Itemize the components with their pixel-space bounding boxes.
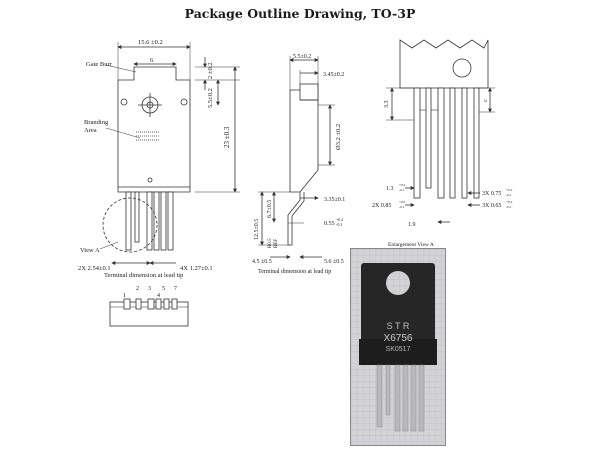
side-view: [258, 56, 335, 259]
side-ref-r: R0.5: [268, 238, 273, 248]
branding-area-label: Branding Area: [84, 119, 110, 134]
photo-marking-2: X6756: [384, 333, 413, 344]
side-dim-bottom-left: 4.5 ±0.5: [252, 259, 272, 265]
side-dim-lead: 0.55: [324, 221, 335, 227]
pin-number: 4: [157, 293, 160, 299]
enlargement-label: Enlargement View A: [388, 242, 434, 248]
pin-dim-3x-075-tol: +0.2-0.1: [506, 188, 513, 197]
tol-b1: +0.2: [399, 200, 406, 204]
component-photo: S T R X6756 SK0517: [350, 248, 446, 446]
side-dim-tab: 3.45±0.2: [323, 72, 344, 78]
dim-inner: 6: [150, 57, 154, 64]
pin-detail-labels: 3.3 c 1.3 +0.2-0.1 2X 0.85 +0.2-0.1 1.9 …: [372, 99, 513, 248]
pin-number: 5: [162, 286, 165, 292]
tol-b2: -0.1: [399, 205, 405, 209]
photo-marking-3: SK0517: [386, 346, 411, 353]
side-dim-12: 12.5±0.5: [254, 219, 260, 240]
side-dim-width: 3.35±0.1: [324, 197, 345, 203]
tol-a1: +0.2: [399, 183, 406, 187]
branding-line-2: Area: [84, 127, 97, 134]
tol-d2: -0.1: [506, 205, 512, 209]
pin-dim-2x-085: 2X 0.85: [372, 203, 391, 209]
pin-dim-c: c: [483, 99, 489, 102]
page-title: Package Outline Drawing, TO-3P: [184, 6, 416, 21]
pitch-left: 2X 2.54±0.1: [78, 265, 111, 272]
side-tol-plus: +0.2: [336, 217, 343, 222]
side-dim-6-7: 6.7±0.5: [267, 200, 273, 218]
pin-dim-3x-075: 3X 0.75: [482, 191, 501, 197]
pin-number: 3: [148, 286, 151, 292]
tol-c1: +0.2: [506, 188, 513, 192]
branding-line-1: Branding: [84, 119, 109, 126]
pin-number: 2: [136, 286, 139, 292]
dim-23: 23 ±0.3: [223, 126, 231, 148]
side-tol-minus: -0.1: [336, 222, 342, 227]
side-view-labels: 5.5±0.2 3.45±0.2 Ø3.2 ±0.2 3.35±0.1 0.55…: [252, 54, 345, 275]
pin-dim-3x-065-tol: +0.2-0.1: [506, 200, 513, 209]
component-photo-svg: S T R X6756 SK0517: [351, 249, 445, 445]
side-dim-hole: Ø3.2 ±0.2: [335, 124, 342, 150]
side-dim-top: 5.5±0.2: [293, 54, 311, 60]
bottom-view-pin-numbers: 1 2 3 4 5 7: [123, 286, 177, 299]
side-dim-lead-tol: +0.2 -0.1: [336, 217, 344, 227]
dim-5-5: 5.5±0.2: [207, 88, 214, 108]
tol-c2: -0.1: [506, 193, 512, 197]
side-ref-word: REF: [274, 239, 279, 248]
pin-number: 1: [123, 293, 126, 299]
photo-marking-1: S T R: [387, 321, 410, 331]
pin-number: 7: [174, 286, 177, 292]
tol-d1: +0.2: [506, 200, 513, 204]
dim-2: 2 ±0.2: [207, 62, 214, 79]
side-dim-ref: R0.5 REF: [268, 237, 279, 248]
pin-dim-1-3-tol: +0.2-0.1: [399, 183, 406, 192]
view-a-label: View A: [80, 247, 100, 254]
bottom-view: [109, 298, 189, 327]
tol-a2: -0.1: [399, 188, 405, 192]
front-view-labels: 15.6 ±0.2 6 Gate Burr Branding Area 2 ±0…: [78, 39, 231, 279]
front-view: [99, 42, 240, 265]
pin-dim-1-3: 1.3: [386, 186, 394, 192]
front-caption: Terminal dimension at lead tip: [104, 272, 183, 279]
pin-dim-1-9: 1.9: [408, 222, 416, 228]
pin-dim-2x-tol: +0.2-0.1: [399, 200, 406, 209]
side-caption: Terminal dimension at lead tip: [258, 269, 331, 275]
dim-width: 15.6 ±0.2: [138, 39, 163, 46]
pin-dim-3x-065: 3X 0.65: [482, 203, 501, 209]
pin-detail-view: [386, 39, 495, 224]
pitch-right: 4X 1.27±0.1: [180, 265, 213, 272]
gate-burr-label: Gate Burr: [86, 61, 113, 68]
side-dim-bottom-right: 5.6 ±0.5: [324, 259, 344, 265]
pin-dim-3-3: 3.3: [384, 101, 390, 109]
